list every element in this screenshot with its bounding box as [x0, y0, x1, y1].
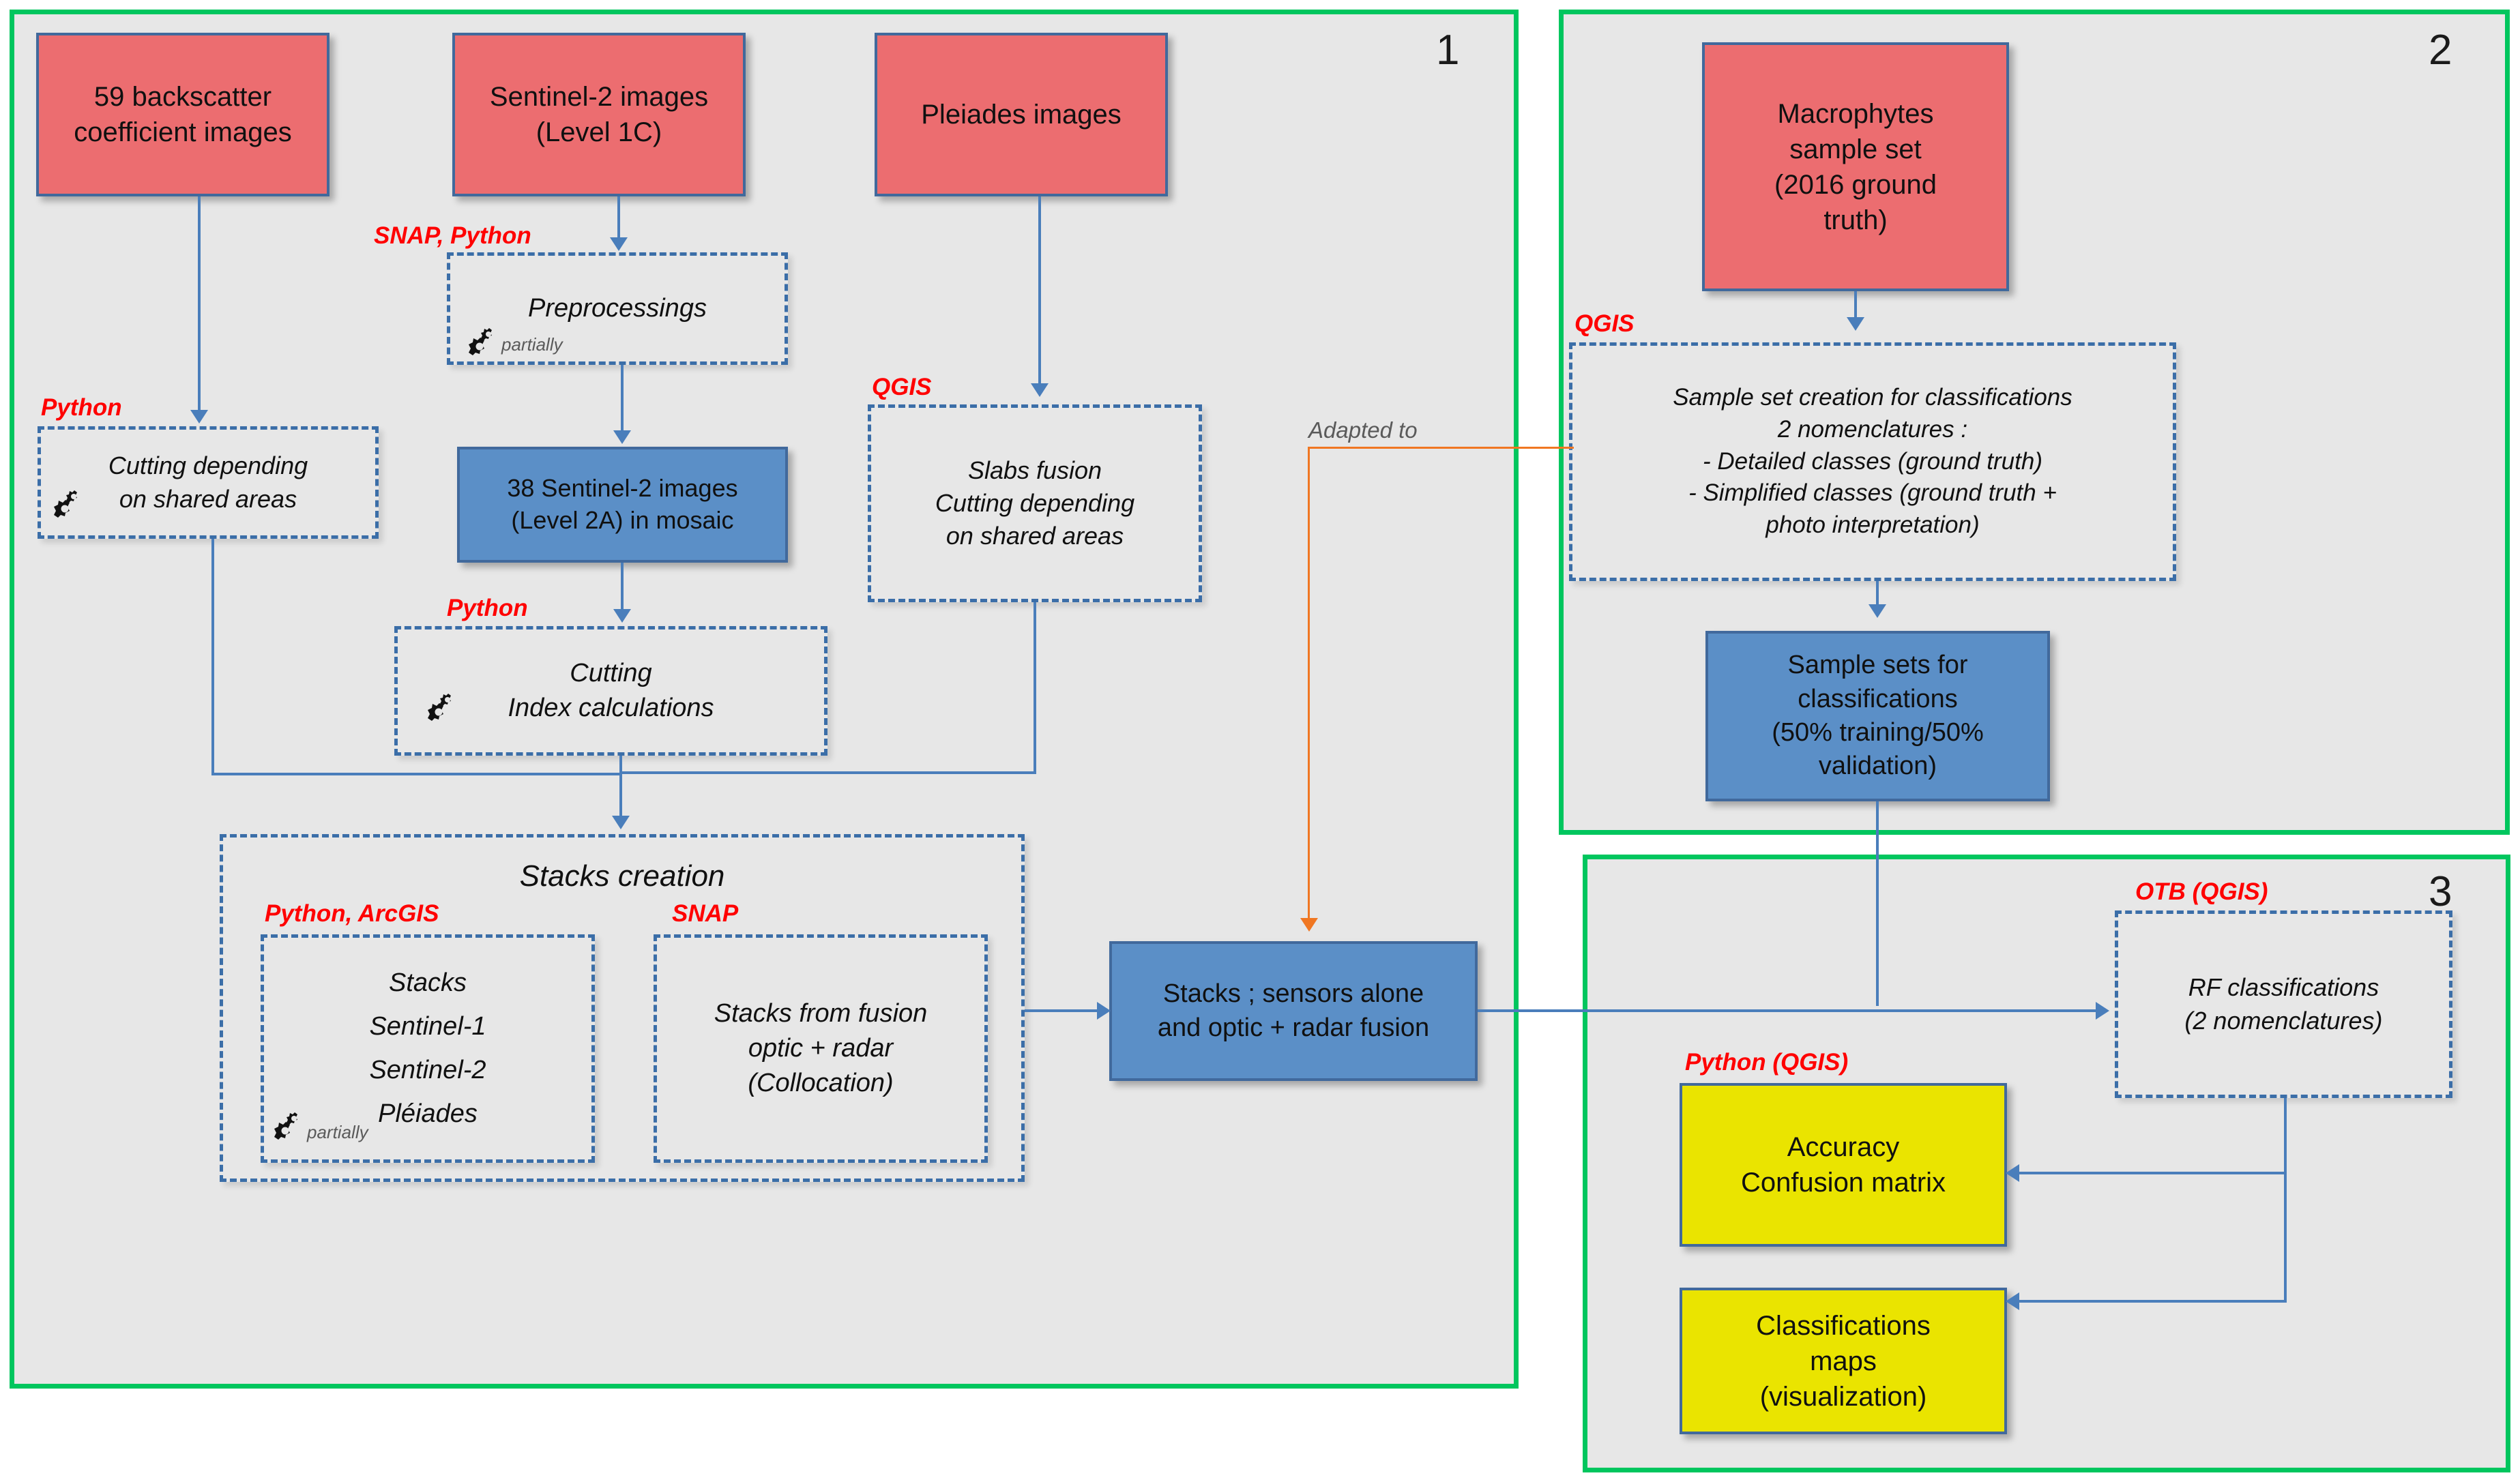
connector-stacks-creation-to-center [1025, 1009, 1100, 1012]
tool-tag-otb-qgis: OTB (QGIS) [2135, 878, 2268, 905]
panel-1-number: 1 [1436, 27, 1460, 74]
box-backscatter-images[interactable]: 59 backscatter coefficient images [36, 33, 329, 196]
process-rf-classifications-label: RF classifications (2 nomenclatures) [2184, 973, 2383, 1035]
connector-cutting-index-down [619, 756, 622, 817]
arrowhead-stacks-creation-to-center [1097, 1002, 1111, 1020]
tool-tag-qgis-pleiades: QGIS [872, 374, 932, 400]
box-sample-sets-classifications[interactable]: Sample sets for classifications (50% tra… [1705, 631, 2050, 801]
box-sentinel2-images[interactable]: Sentinel-2 images (Level 1C) [452, 33, 746, 196]
arrowhead-into-stacks-creation [612, 816, 630, 829]
process-slabs-fusion[interactable]: Slabs fusion Cutting depending on shared… [868, 404, 1202, 602]
arrowhead-preprocessings-to-mosaic [613, 430, 631, 444]
process-rf-classifications[interactable]: RF classifications (2 nomenclatures) [2115, 910, 2452, 1098]
connector-pleiades-to-slabs [1038, 196, 1041, 386]
note-preprocessings-partially: partially [501, 334, 563, 355]
process-preprocessings[interactable]: Preprocessings [447, 252, 788, 365]
connector-mosaic-to-cutting-index [621, 563, 624, 612]
stacks-list: Stacks Sentinel-1 Sentinel-2 Pléiades [369, 966, 486, 1131]
connector-slabs-left [619, 771, 1036, 774]
tool-tag-python-left: Python [41, 394, 122, 421]
tool-tag-python-qgis: Python (QGIS) [1685, 1049, 1849, 1076]
panel-2-number: 2 [2429, 27, 2452, 74]
connector-rf-to-accuracy [2019, 1172, 2285, 1174]
label-adapted-to: Adapted to [1308, 417, 1418, 443]
stacks-list-item-3: Pléiades [378, 1099, 478, 1128]
connector-rf-down [2284, 1098, 2287, 1303]
tool-tag-snap-python: SNAP, Python [374, 222, 531, 249]
stacks-list-item-1: Sentinel-1 [369, 1012, 486, 1041]
arrowhead-sampleset-to-samplesets [1869, 604, 1886, 618]
box-classifications-maps[interactable]: Classifications maps (visualization) [1680, 1288, 2007, 1434]
tool-tag-snap: SNAP [672, 900, 739, 927]
connector-preprocessings-to-mosaic [621, 365, 624, 432]
box-pleiades-images[interactable]: Pleiades images [875, 33, 1168, 196]
gear-icon-preprocessings [469, 328, 492, 355]
group-stacks-creation-title: Stacks creation [519, 859, 725, 893]
gear-icon-cutting-index [428, 694, 451, 721]
process-sample-set-creation[interactable]: Sample set creation for classifications … [1569, 342, 2176, 581]
process-stacks-list[interactable]: Stacks Sentinel-1 Sentinel-2 Pléiades [261, 934, 595, 1163]
connector-backscatter-to-cutting [198, 196, 201, 413]
arrowhead-mosaic-to-cutting-index [613, 609, 631, 623]
stacks-list-item-2: Sentinel-2 [369, 1056, 486, 1084]
connector-stacks-to-rf [1478, 1009, 2098, 1012]
connector-sentinel2-to-preprocessings [617, 196, 620, 239]
connector-sampleset-to-samplesets [1876, 581, 1879, 607]
box-stacks-sensors-fusion[interactable]: Stacks ; sensors alone and optic + radar… [1109, 941, 1478, 1081]
arrowhead-rf-to-maps [2006, 1292, 2019, 1310]
gear-icon-cutting-shared [54, 490, 77, 518]
arrowhead-backscatter-to-cutting [190, 410, 208, 424]
note-stacks-list-partially: partially [307, 1122, 368, 1142]
arrowhead-sentinel2-to-preprocessings [610, 237, 628, 251]
tool-tag-python-cutting: Python [447, 595, 528, 621]
connector-adapted-to-horizontal [1308, 447, 1574, 449]
arrowhead-stacks-to-rf [2096, 1002, 2109, 1020]
process-cutting-shared-areas[interactable]: Cutting depending on shared areas [38, 426, 379, 539]
connector-rf-to-maps [2019, 1300, 2285, 1303]
gear-icon-stacks-list [274, 1112, 297, 1140]
process-slabs-fusion-label: Slabs fusion Cutting depending on shared… [935, 456, 1135, 550]
connector-cutting-shared-right [211, 773, 621, 775]
process-cutting-shared-areas-label: Cutting depending on shared areas [108, 451, 308, 513]
connector-adapted-to-vertical [1308, 447, 1310, 921]
process-cutting-index-label: Cutting Index calculations [508, 659, 714, 722]
connector-samplesets-down [1876, 801, 1879, 1006]
arrowhead-pleiades-to-slabs [1031, 383, 1049, 397]
connector-slabs-down [1034, 602, 1036, 774]
process-stacks-from-fusion[interactable]: Stacks from fusion optic + radar (Colloc… [654, 934, 988, 1163]
process-sample-set-creation-label: Sample set creation for classifications … [1673, 383, 2072, 539]
arrowhead-adapted-to [1300, 918, 1318, 932]
process-cutting-index-calculations[interactable]: Cutting Index calculations [394, 626, 827, 756]
stacks-list-item-0: Stacks [388, 968, 467, 998]
box-macrophytes-sample-set[interactable]: Macrophytes sample set (2016 ground trut… [1702, 42, 2009, 291]
arrowhead-macrophytes-to-sampleset [1847, 317, 1864, 331]
connector-macrophytes-to-sampleset [1854, 291, 1857, 320]
arrowhead-rf-to-accuracy [2006, 1164, 2019, 1182]
panel-3-number: 3 [2429, 868, 2452, 915]
box-accuracy-confusion-matrix[interactable]: Accuracy Confusion matrix [1680, 1083, 2007, 1247]
tool-tag-python-arcgis: Python, ArcGIS [265, 900, 439, 927]
box-s2-mosaic[interactable]: 38 Sentinel-2 images (Level 2A) in mosai… [457, 447, 788, 563]
process-stacks-from-fusion-label: Stacks from fusion optic + radar (Colloc… [714, 999, 928, 1097]
process-preprocessings-label: Preprocessings [528, 294, 707, 323]
tool-tag-qgis-panel2: QGIS [1574, 310, 1635, 337]
connector-cutting-shared-down [211, 539, 214, 774]
